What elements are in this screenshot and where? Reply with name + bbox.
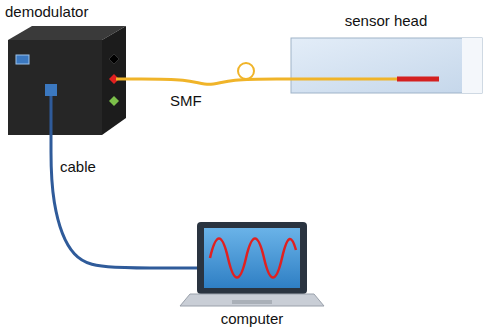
fiber-loop — [238, 63, 254, 79]
laptop-icon — [176, 222, 324, 306]
device-label: computer — [221, 310, 284, 328]
sensor-node: sensor head — [286, 8, 486, 96]
device-label: demodulator — [5, 3, 88, 21]
data-cable — [51, 142, 176, 268]
device-label: sensor head — [345, 12, 428, 30]
demodulator-box — [8, 26, 126, 135]
line-label: cable — [58, 158, 98, 176]
sensor-plate — [286, 38, 482, 93]
optical-fiber — [132, 79, 286, 84]
line-label: SMF — [168, 92, 204, 110]
computer-node: computer — [176, 216, 328, 330]
device-node: demodulator — [2, 0, 132, 142]
